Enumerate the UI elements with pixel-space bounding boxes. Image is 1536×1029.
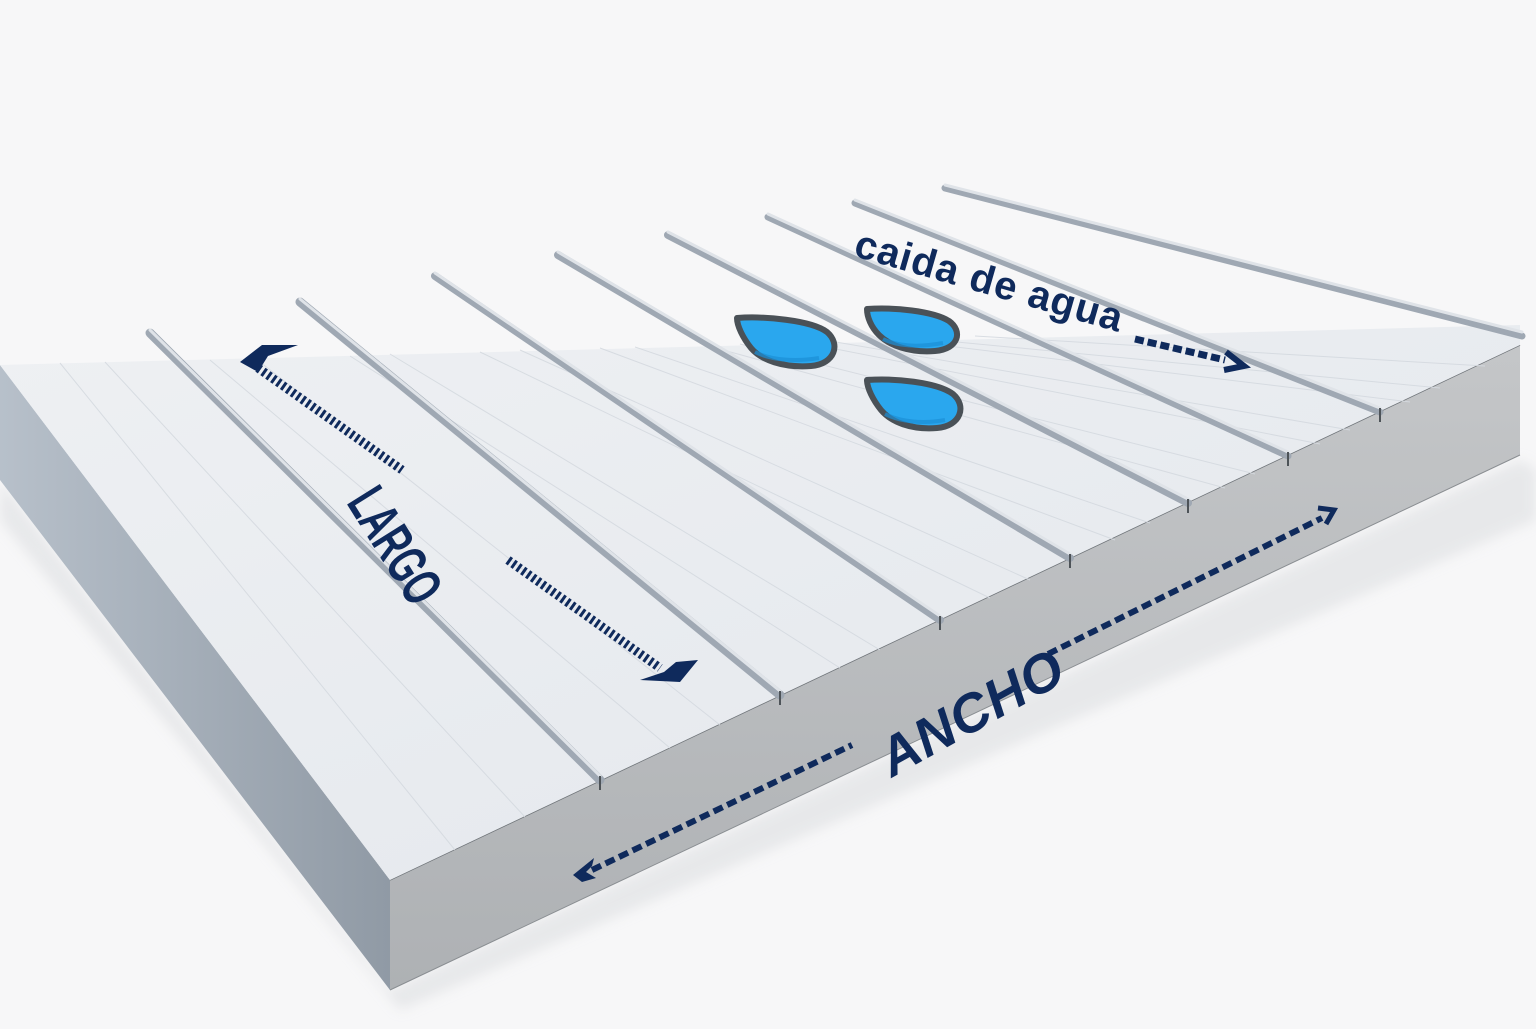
arrow-head-down-right	[640, 660, 698, 682]
ancho-dimension-arrow	[573, 505, 1339, 882]
ridge	[554, 250, 1074, 562]
ridge	[764, 212, 1292, 460]
water-drop-icon	[864, 305, 961, 355]
ridge-end-clips	[599, 408, 1381, 790]
arrow-head-left	[573, 858, 596, 882]
water-drop-icon	[864, 376, 964, 432]
ridge	[431, 271, 944, 624]
arrow-head-right	[1317, 505, 1339, 526]
flow-direction-arrow	[1134, 335, 1252, 373]
ridge	[851, 198, 1384, 416]
ridge	[145, 328, 605, 785]
water-drop-icon	[734, 314, 838, 370]
panel-ridges	[145, 183, 1526, 785]
water-drops	[734, 305, 964, 432]
ridge	[664, 230, 1192, 507]
arrow-head-up-left	[240, 345, 298, 372]
ridge	[295, 297, 785, 700]
ridge	[941, 183, 1526, 340]
largo-dimension-arrow	[240, 345, 698, 682]
